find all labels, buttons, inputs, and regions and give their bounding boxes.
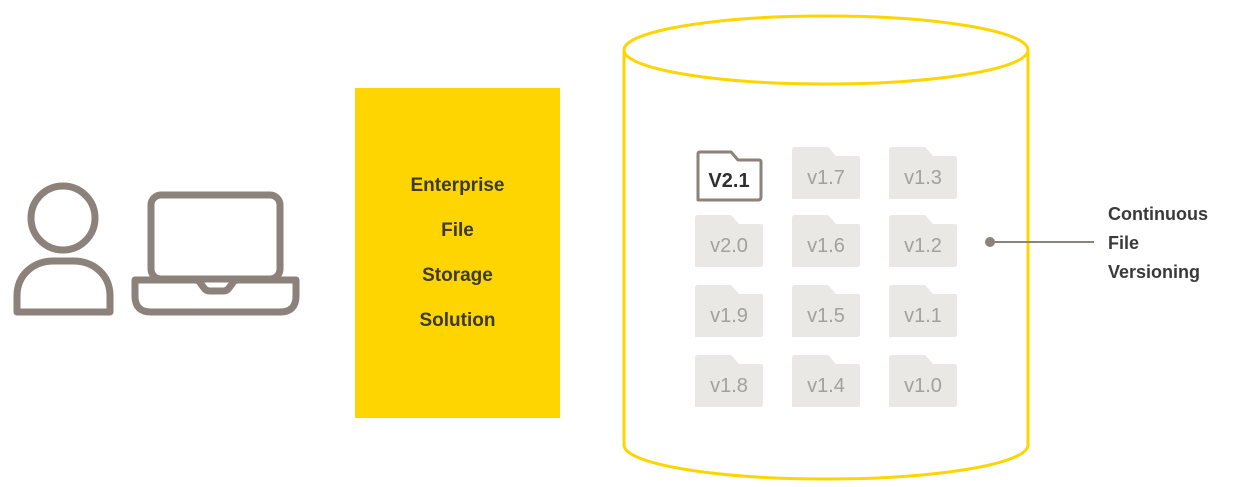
folder-version-label: v2.0: [710, 234, 748, 257]
versioning-callout: Continuous File Versioning: [1108, 200, 1238, 287]
version-folder[interactable]: v1.6: [792, 215, 860, 267]
person-with-laptop-icon: [13, 182, 300, 316]
folder-icon: [695, 215, 763, 267]
version-folder[interactable]: v1.5: [792, 285, 860, 337]
folder-icon: [889, 147, 957, 199]
folder-icon: [792, 147, 860, 199]
version-folder[interactable]: v1.8: [695, 355, 763, 407]
solution-box: Enterprise File Storage Solution: [355, 88, 560, 418]
callout-line: Continuous: [1108, 204, 1208, 224]
folder-version-label: v1.6: [807, 234, 845, 257]
version-folder[interactable]: v1.2: [889, 215, 957, 267]
version-folder-current[interactable]: V2.1: [695, 150, 763, 202]
callout-dot: [985, 237, 995, 247]
folder-version-label: v1.9: [710, 304, 748, 327]
folder-icon: [792, 285, 860, 337]
cylinder-top: [622, 14, 1030, 86]
version-folder[interactable]: v1.3: [889, 147, 957, 199]
callout-line: File: [1108, 233, 1140, 253]
version-folder[interactable]: v1.4: [792, 355, 860, 407]
callout-line: Versioning: [1108, 262, 1201, 282]
folder-version-label: v1.0: [904, 374, 942, 397]
version-folder[interactable]: v2.0: [695, 215, 763, 267]
folder-icon: [792, 215, 860, 267]
folder-version-label: v1.5: [807, 304, 845, 327]
folder-icon: [695, 285, 763, 337]
folder-version-label: v1.4: [807, 374, 845, 397]
version-folder[interactable]: v1.1: [889, 285, 957, 337]
version-folder[interactable]: v1.9: [695, 285, 763, 337]
solution-line: Storage: [422, 264, 493, 286]
cylinder-body: [622, 50, 1030, 481]
folder-icon: [889, 355, 957, 407]
solution-line: File: [441, 219, 474, 241]
version-folder[interactable]: v1.7: [792, 147, 860, 199]
folder-version-label: V2.1: [708, 169, 750, 192]
person-head-icon: [27, 182, 99, 254]
version-folder[interactable]: v1.0: [889, 355, 957, 407]
folder-icon: [696, 150, 763, 202]
folder-version-label: v1.8: [710, 374, 748, 397]
solution-title: Enterprise File Storage Solution: [411, 173, 505, 334]
solution-line: Solution: [419, 309, 496, 331]
folder-version-label: v1.1: [904, 304, 942, 327]
folder-version-label: v1.2: [904, 234, 942, 257]
laptop-base-icon: [131, 276, 300, 316]
folder-icon: [889, 215, 957, 267]
folder-version-label: v1.7: [807, 166, 845, 189]
folder-version-label: v1.3: [904, 166, 942, 189]
folder-icon: [695, 355, 763, 407]
person-body-icon: [13, 257, 114, 316]
folder-icon: [889, 285, 957, 337]
laptop-screen-icon: [147, 191, 284, 283]
solution-line: Enterprise: [410, 174, 505, 196]
folder-icon: [792, 355, 860, 407]
